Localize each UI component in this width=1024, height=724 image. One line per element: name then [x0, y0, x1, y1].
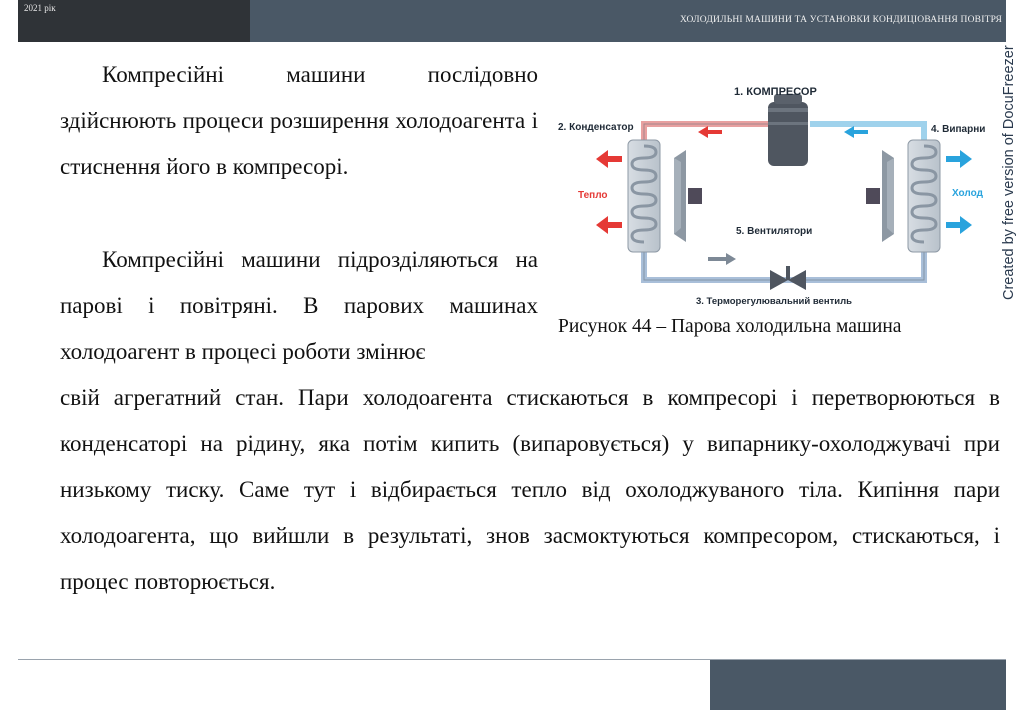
label-valve: 3. Терморегулювальний вентиль: [696, 296, 852, 307]
expansion-valve: [770, 266, 806, 290]
label-fans: 5. Вентилятори: [736, 226, 812, 237]
arrow-left-red-icon: [698, 126, 722, 138]
header-left-band: [18, 0, 250, 42]
header-title: ХОЛОДИЛЬНІ МАШИНИ ТА УСТАНОВКИ КОНДИЦІОВ…: [679, 15, 1002, 25]
arrow-left-blue-icon: [844, 126, 868, 138]
footer-rule: [18, 659, 1006, 660]
label-condenser: 2. Конденсатор: [558, 122, 634, 133]
fan-right: [866, 150, 894, 242]
cold-arrow-icon: [946, 216, 972, 234]
evaporator-coil: [907, 139, 941, 253]
return-pipe: [641, 242, 927, 283]
label-heat: Тепло: [578, 190, 608, 201]
arrow-right-gray-icon: [708, 253, 736, 265]
condenser-coil: [627, 139, 661, 253]
paragraph-2: Компресійні машини підрозділяються на па…: [60, 247, 538, 364]
compressor: [768, 94, 808, 166]
heat-arrow-icon: [596, 150, 622, 168]
paragraph-1: Компресійні машини послідовно здійснюють…: [60, 62, 538, 179]
label-cold: Холод: [952, 188, 984, 199]
header-year: 2021 рік: [24, 3, 56, 13]
heat-arrow-icon: [596, 216, 622, 234]
label-compressor: 1. КОМПРЕСОР: [734, 86, 817, 98]
cold-arrow-icon: [946, 150, 972, 168]
footer-band: [710, 660, 1006, 710]
watermark: Created by free version of DocuFreezer: [1001, 45, 1017, 300]
refrigeration-diagram: 1. КОМПРЕСОР 2. Конденсатор 4. Випарни 5…: [558, 86, 985, 307]
paragraph-3: свій агрегатний стан. Пари холодоагента …: [60, 385, 1000, 594]
fan-left: [674, 150, 702, 242]
figure-caption: Рисунок 44 – Парова холодильна машина: [558, 316, 902, 337]
label-evaporator: 4. Випарни: [931, 124, 985, 135]
header-right-band: [250, 0, 1006, 42]
